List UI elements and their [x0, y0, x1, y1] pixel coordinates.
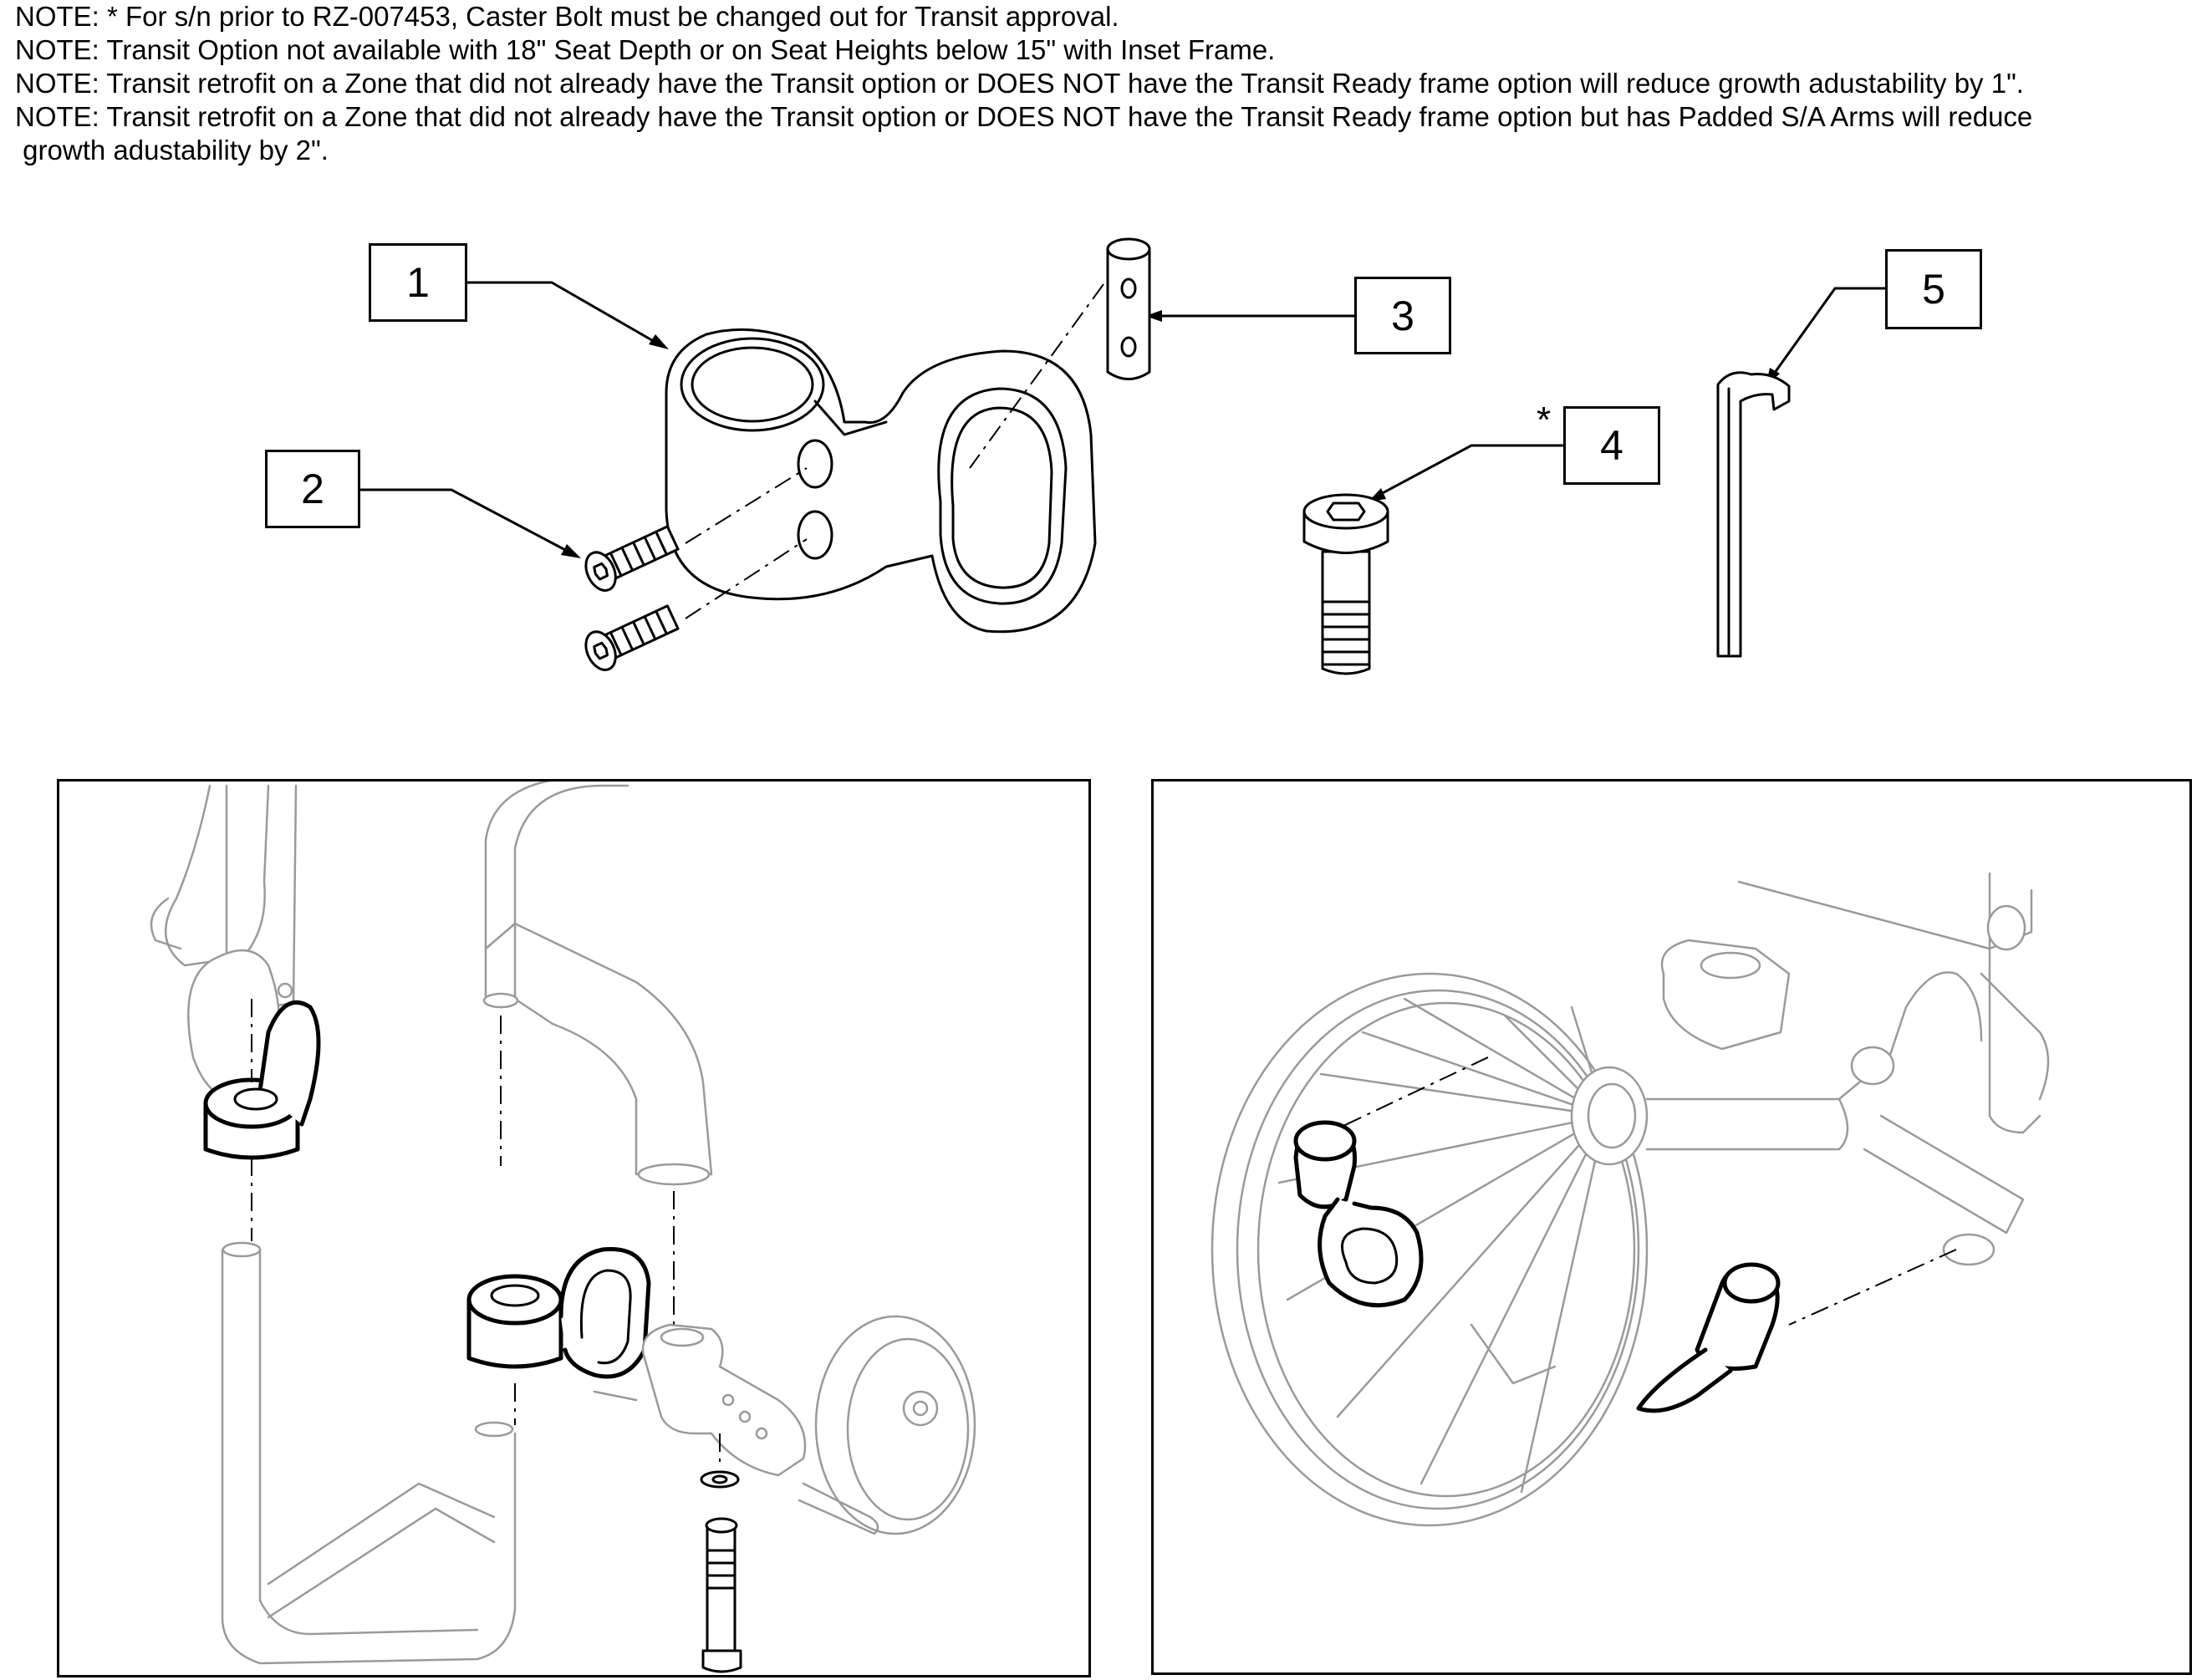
callout-2-label: 2	[301, 466, 324, 512]
rear-axle-install-panel	[1151, 779, 2192, 1675]
socket-head-screw-icon	[584, 467, 808, 671]
callout-5-label: 5	[1922, 266, 1945, 313]
note-line-4: NOTE: Transit retrofit on a Zone that di…	[15, 101, 2033, 132]
callout-3-label: 3	[1391, 292, 1414, 339]
callout-2: 2	[265, 450, 360, 528]
note-line-1: NOTE: * For s/n prior to RZ-007453, Cast…	[15, 1, 1119, 32]
note-line-2: NOTE: Transit Option not available with …	[15, 34, 1276, 65]
front-frame-transit-install-icon	[150, 781, 976, 1673]
callout-1-label: 1	[406, 259, 430, 306]
caster-bolt-icon	[1302, 493, 1389, 675]
caster-bolt-asterisk: *	[1537, 400, 1552, 440]
callout-4: 4	[1563, 406, 1660, 485]
front-frame-install-panel	[57, 779, 1091, 1677]
note-line-5: growth adustability by 2".	[15, 135, 329, 165]
callout-4-label: 4	[1600, 422, 1623, 469]
transit-bracket-icon	[665, 283, 1104, 634]
callout-leaders	[357, 281, 1885, 558]
callout-3: 3	[1354, 277, 1451, 354]
callout-1: 1	[369, 243, 467, 322]
note-line-3: NOTE: Transit retrofit on a Zone that di…	[15, 68, 2024, 99]
barrel-nut-pin-icon	[1106, 237, 1151, 380]
callout-5: 5	[1885, 249, 1982, 329]
notes-block: NOTE: * For s/n prior to RZ-007453, Cast…	[15, 0, 2189, 167]
rear-axle-transit-install-icon	[1211, 872, 2050, 1527]
hex-key-icon	[1716, 371, 1791, 658]
